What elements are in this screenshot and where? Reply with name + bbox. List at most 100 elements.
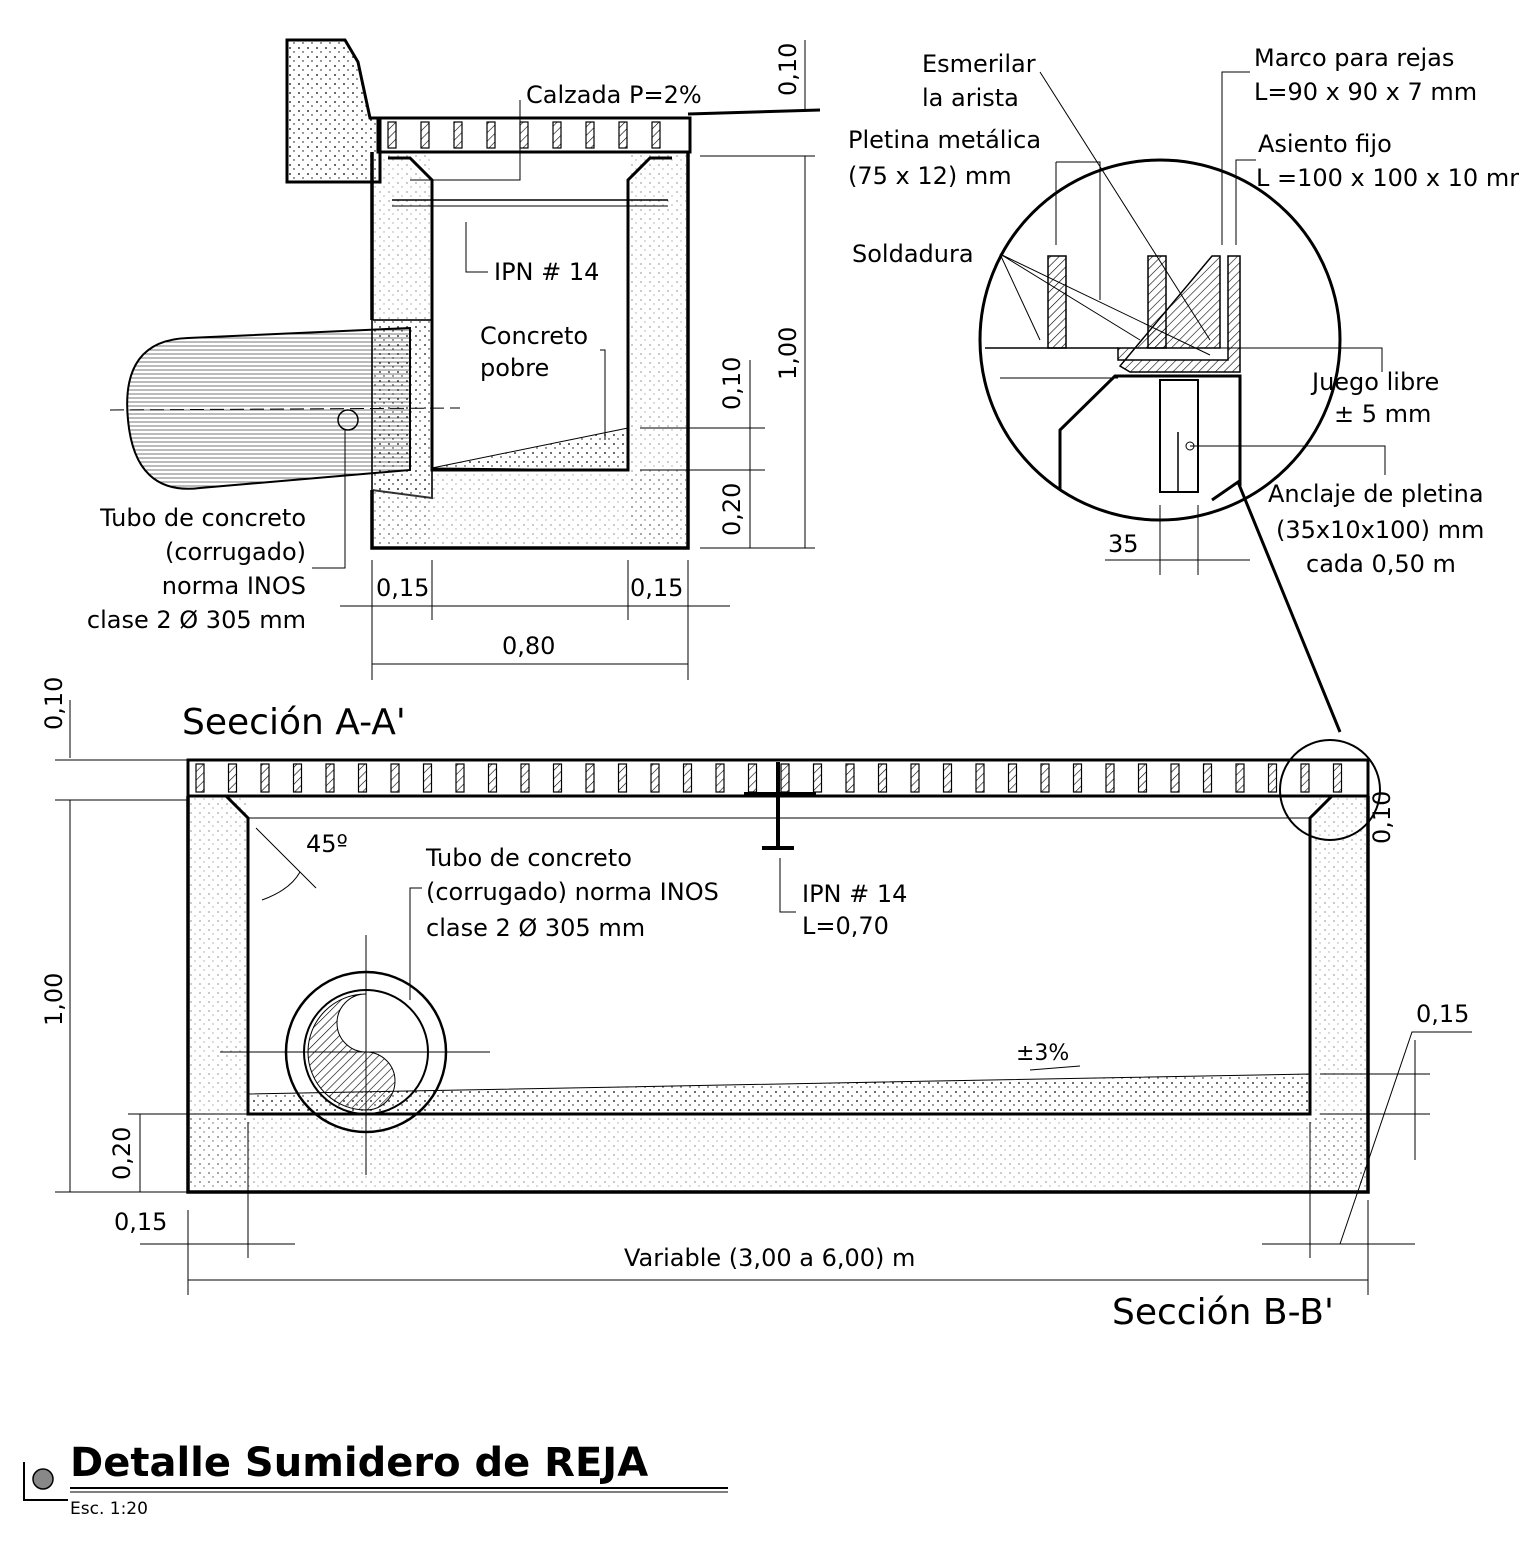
title-bullet-icon xyxy=(32,1468,54,1490)
pipe-a-centerline xyxy=(109,407,461,411)
ipn-b xyxy=(744,762,816,850)
grate-bar xyxy=(1300,763,1310,793)
leader-ipn-a xyxy=(465,222,488,273)
curb xyxy=(285,38,382,184)
grate-bar xyxy=(618,121,628,149)
concrete-label-1: Concreto xyxy=(480,322,588,350)
dim-b-right: 0,15 xyxy=(1416,1000,1469,1028)
grate-bar xyxy=(975,763,985,793)
drawing-title: Detalle Sumidero de REJA xyxy=(70,1440,648,1486)
pletina-1: Pletina metálica xyxy=(848,126,1041,154)
pipe-a-label-1: Tubo de concreto xyxy=(99,504,306,532)
grate-bar xyxy=(877,763,888,793)
section-a-drawing xyxy=(109,38,821,680)
grate-bar xyxy=(292,763,303,793)
grate-bar xyxy=(1040,763,1050,793)
grate-bar xyxy=(617,763,628,793)
anclaje-3: cada 0,50 m xyxy=(1306,550,1456,578)
leader-pipe-a xyxy=(312,430,346,569)
dim-b-right-top: 0,10 xyxy=(1368,791,1396,844)
grate-bar xyxy=(422,763,433,793)
ipn-b-label-1: IPN # 14 xyxy=(802,880,907,908)
grate-bar xyxy=(942,763,953,793)
grate-bar xyxy=(260,763,270,793)
road-line xyxy=(687,108,821,116)
pipe-b-label-1: Tubo de concreto xyxy=(425,844,632,872)
asiento-2: L =100 x 100 x 10 mm xyxy=(1256,164,1519,192)
dim-b-top: 0,10 xyxy=(40,677,68,730)
grate-bar xyxy=(682,763,693,793)
grate-bar xyxy=(585,121,595,149)
soldadura-label: Soldadura xyxy=(852,240,974,268)
grate-a-bars xyxy=(387,121,661,149)
marco-2: L=90 x 90 x 7 mm xyxy=(1254,78,1477,106)
grate-bar xyxy=(1332,763,1343,793)
pipe-b-label-3: clase 2 Ø 305 mm xyxy=(426,914,645,942)
ipn-a-label: IPN # 14 xyxy=(494,258,599,286)
grate-bar xyxy=(420,121,430,149)
grate-bar xyxy=(357,763,368,793)
grate-bar xyxy=(651,121,661,149)
anclaje-2: (35x10x100) mm xyxy=(1276,516,1484,544)
grate-bar xyxy=(715,763,725,793)
dim-a-width: 0,80 xyxy=(502,632,555,660)
leader-juego xyxy=(1160,347,1383,372)
dim-b-length: Variable (3,00 a 6,00) m xyxy=(624,1244,915,1272)
grate-bar xyxy=(486,121,496,149)
leader-ipn-b xyxy=(779,858,796,913)
esmerilar-1: Esmerilar xyxy=(922,50,1036,78)
dim-b-left: 0,15 xyxy=(114,1208,167,1236)
grate-bar xyxy=(519,121,529,149)
grate-bar xyxy=(453,121,463,149)
detail-anchor xyxy=(1159,379,1199,493)
pipe-a-collar xyxy=(371,319,433,500)
pipe-a-label-3: norma INOS xyxy=(162,572,306,600)
grate-bar xyxy=(325,763,335,793)
grate-bar xyxy=(812,763,823,793)
grate-bar xyxy=(780,763,790,793)
leader-soldadura xyxy=(999,253,1211,356)
grate-bar xyxy=(552,121,562,149)
grate-bar xyxy=(455,763,465,793)
detail-wall xyxy=(1058,374,1242,490)
dim-b-bottom: 0,20 xyxy=(108,1127,136,1180)
grate-bar xyxy=(520,763,530,793)
grate-bar xyxy=(487,763,498,793)
marco-1: Marco para rejas xyxy=(1254,44,1454,72)
leader-esmerilar xyxy=(1039,71,1211,341)
pipe-a-axis xyxy=(337,409,359,431)
dim-b-height: 1,00 xyxy=(40,973,68,1026)
leader-concrete xyxy=(600,349,606,440)
pipe-a-label-4: clase 2 Ø 305 mm xyxy=(87,606,306,634)
grate-bar xyxy=(390,763,400,793)
section-b-drawing xyxy=(55,700,1472,1295)
anclaje-1: Anclaje de pletina xyxy=(1268,480,1484,508)
concrete-label-2: pobre xyxy=(480,354,549,382)
pipe-a xyxy=(126,326,411,490)
dim-a-wall-left: 0,15 xyxy=(376,574,429,602)
leader-b-015 xyxy=(1339,1031,1472,1245)
grate-bar xyxy=(1170,763,1180,793)
angle-arc xyxy=(261,871,301,901)
grate-bar xyxy=(1267,763,1278,793)
slope-label: ±3% xyxy=(1016,1041,1069,1066)
section-a-title: Seeción A-A' xyxy=(182,702,406,743)
pipe-a-label-2: (corrugado) xyxy=(165,538,306,566)
slope-fill xyxy=(247,1073,1311,1115)
detail-callout-circle xyxy=(1279,739,1381,841)
grate-bar xyxy=(747,763,758,793)
grate-b-bars xyxy=(195,763,1343,793)
leader-anclaje xyxy=(1190,445,1386,475)
leader-asiento xyxy=(1235,159,1256,245)
section-b-title: Sección B-B' xyxy=(1112,1292,1334,1333)
slope-arrow xyxy=(1029,1065,1081,1071)
pletina-2: (75 x 12) mm xyxy=(848,162,1012,190)
grate-bar xyxy=(195,763,205,793)
grate-bar xyxy=(227,763,238,793)
leader-marco xyxy=(1221,71,1250,245)
angle-line xyxy=(255,827,317,889)
drawing-scale: Esc. 1:20 xyxy=(70,1499,148,1519)
grate-bar xyxy=(1137,763,1148,793)
grate-a xyxy=(376,116,692,154)
